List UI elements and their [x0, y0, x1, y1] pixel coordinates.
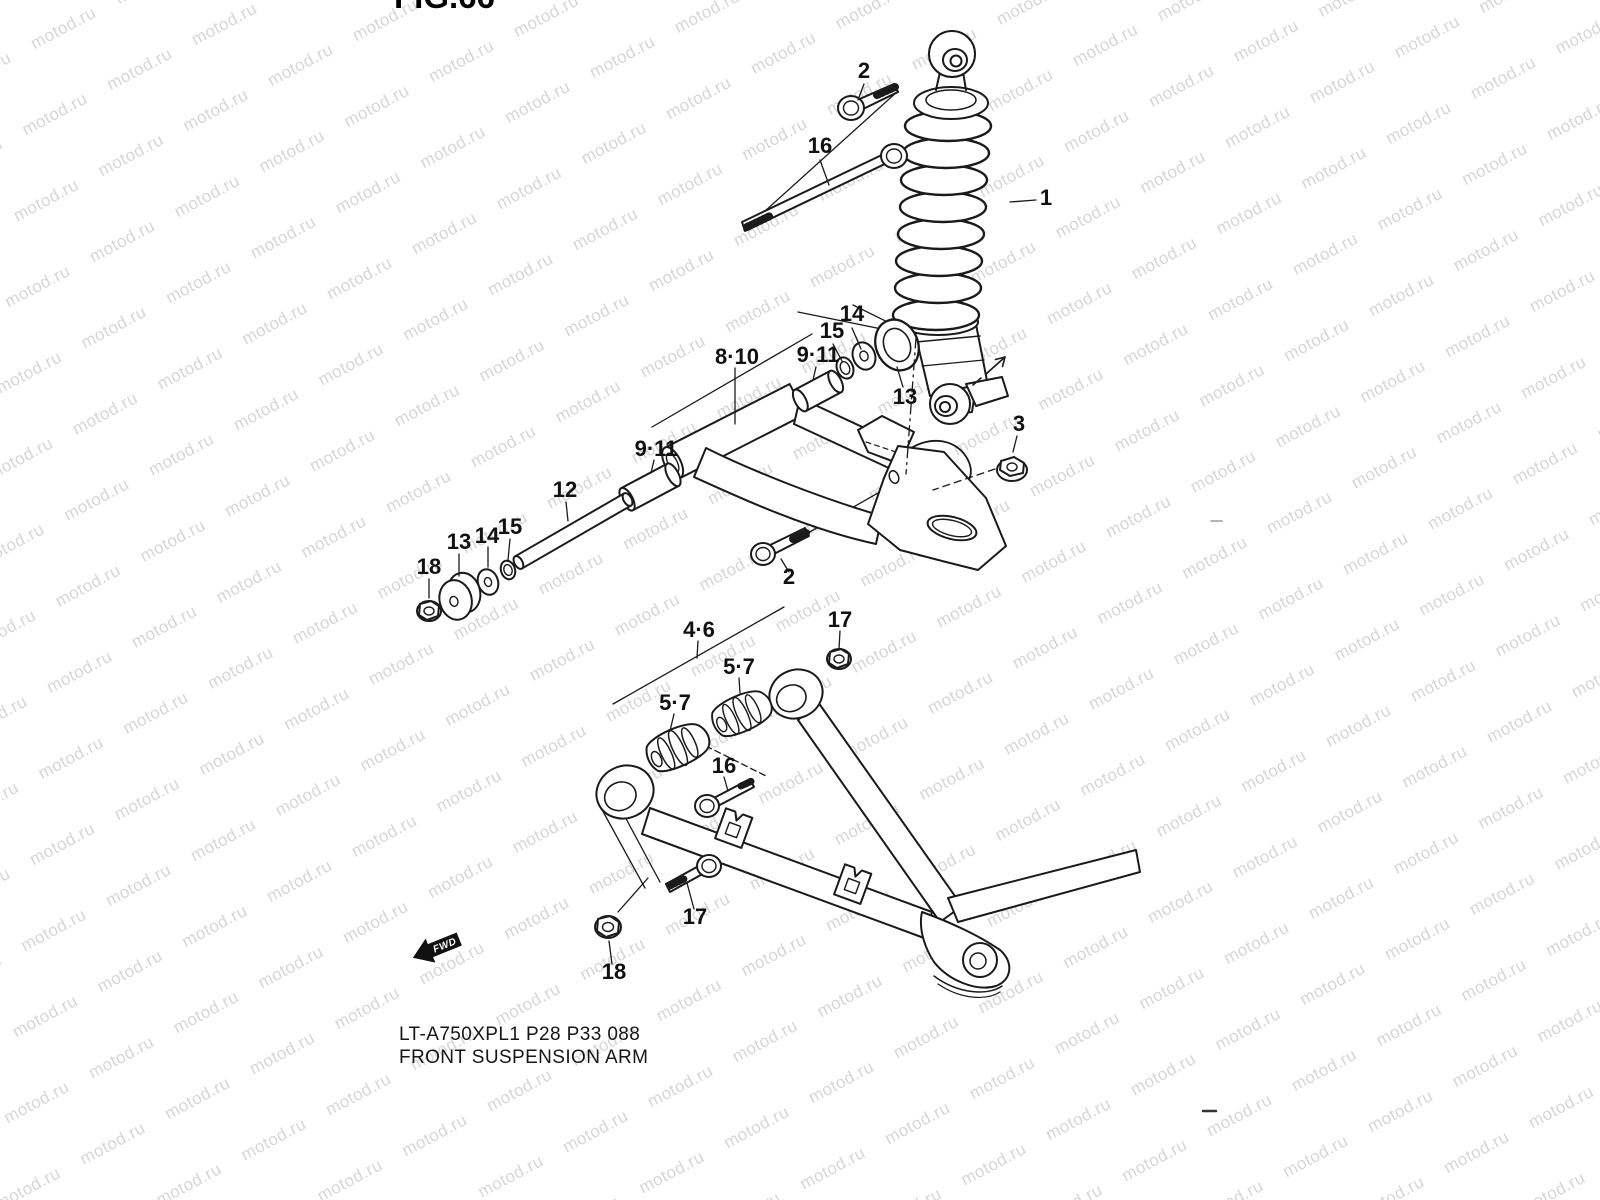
figure-title: FIG.66: [394, 0, 495, 15]
bolt-2-top: [837, 83, 899, 121]
callout-4-6: 4·6: [683, 617, 715, 642]
callout-15-b: 15: [498, 514, 522, 539]
bushing-5-7-left: [645, 723, 711, 773]
callout-16-a: 16: [808, 133, 832, 158]
callout-9-11-b: 9·11: [635, 436, 678, 461]
bushing-5-7-right: [711, 690, 773, 738]
clamp-bracket: [714, 807, 754, 849]
bolt-16-lower: [694, 777, 756, 818]
callout-8-10: 8·10: [715, 344, 759, 369]
nut-18-left: [416, 600, 442, 622]
bolt-17-lower: [665, 854, 722, 893]
fwd-label: FWD: [432, 936, 459, 955]
callout-14-a: 14: [840, 301, 865, 326]
dust-seal-13-upper: [874, 318, 920, 372]
lower-suspension-arm: [595, 668, 1141, 998]
callout-5-7-a: 5·7: [723, 654, 755, 679]
callout-13-a: 13: [893, 384, 917, 409]
callout-14-b: 14: [475, 523, 500, 548]
callout-2-top: 2: [858, 58, 870, 83]
callout-2-mid: 2: [783, 564, 795, 589]
callout-9-11-a: 9·11: [797, 342, 840, 367]
callout-17-a: 17: [828, 607, 852, 632]
install-arrow: [972, 356, 1006, 386]
callout-17-b: 17: [683, 904, 707, 929]
footer-model-code: LT-A750XPL1 P28 P33 088: [399, 1024, 640, 1045]
shock-absorber: [891, 30, 1009, 425]
footer-figure-name: FRONT SUSPENSION ARM: [399, 1047, 648, 1068]
coil-spring: [891, 109, 993, 332]
nut-3: [996, 456, 1028, 482]
nut-17-upper: [826, 648, 852, 670]
callout-3: 3: [1013, 411, 1025, 436]
nut-18-lower: [594, 915, 622, 939]
callout-12: 12: [553, 477, 577, 502]
clamp-bracket: [833, 863, 873, 905]
bolt-2-mid: [750, 527, 810, 566]
fwd-arrow: FWD: [412, 932, 462, 963]
ring-15-left: [499, 559, 517, 581]
callout-15-a: 15: [820, 318, 844, 343]
callout-18-a: 18: [417, 554, 441, 579]
cap-13-left: [438, 571, 482, 621]
callouts: 1 2 16 14 15 13 8·10 9·11 3 9·11 12 15 1…: [417, 58, 1052, 984]
bushing-sleeve-9-11-right: [791, 369, 845, 413]
edge-marks: [1201, 520, 1223, 1113]
callout-16-b: 16: [712, 753, 736, 778]
leader-lines: [428, 83, 1037, 965]
bolt-16-upper: [741, 143, 908, 232]
upper-suspension-arm: [661, 383, 1007, 571]
pivot-shaft-12: [512, 492, 634, 570]
callout-18-b: 18: [602, 959, 626, 984]
callout-5-7-b: 5·7: [659, 690, 691, 715]
washer-14-upper: [851, 341, 877, 371]
callout-1: 1: [1040, 185, 1052, 210]
callout-13-b: 13: [447, 529, 471, 554]
spacer-15-upper: [835, 356, 855, 380]
assembly-axes: [705, 337, 996, 777]
